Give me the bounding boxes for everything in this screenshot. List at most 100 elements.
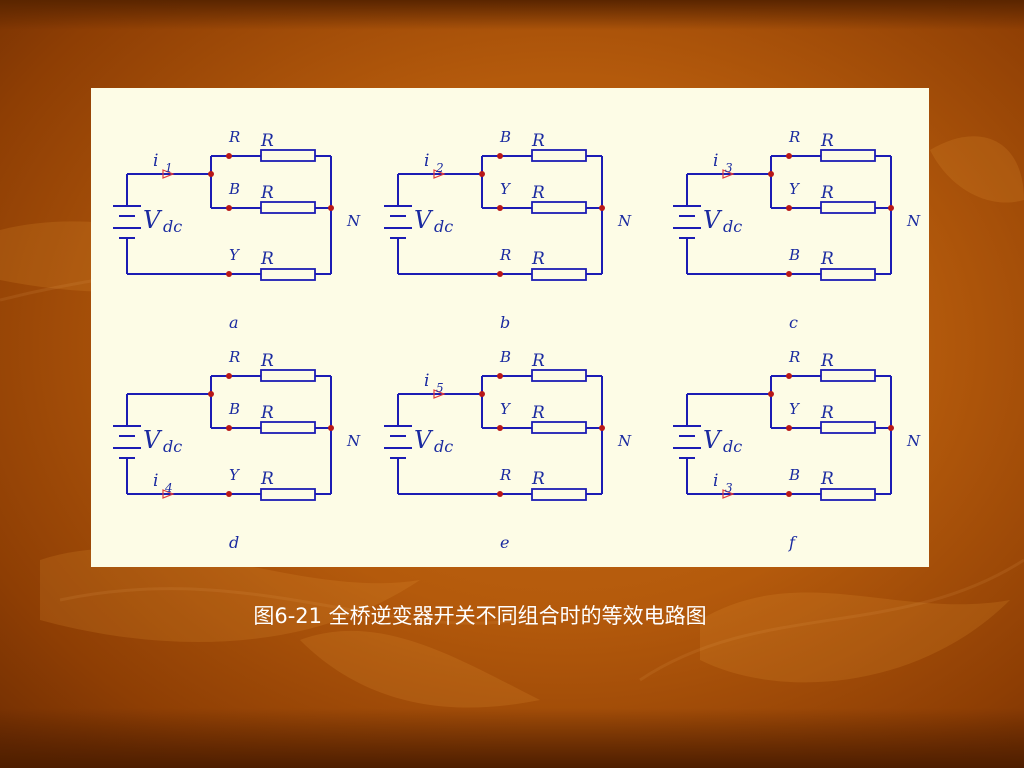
resistor-label-mid: R bbox=[531, 183, 545, 203]
current-label: i bbox=[153, 471, 158, 491]
phase-label-bot: Y bbox=[229, 246, 241, 264]
junction-node bbox=[497, 425, 503, 431]
current-arrow-icon bbox=[722, 169, 735, 179]
resistor-mid bbox=[820, 421, 876, 434]
phase-label-top: B bbox=[499, 128, 511, 146]
resistor-bot bbox=[531, 268, 587, 281]
voltage-subscript: dc bbox=[723, 437, 742, 456]
current-label: i bbox=[424, 371, 429, 391]
resistor-label-bot: R bbox=[260, 469, 274, 489]
phase-label-top: B bbox=[499, 348, 511, 366]
current-label: i bbox=[153, 151, 158, 171]
resistor-label-mid: R bbox=[260, 183, 274, 203]
phase-label-top: R bbox=[228, 128, 240, 146]
junction-node bbox=[786, 153, 792, 159]
current-arrow-icon bbox=[162, 169, 175, 179]
resistor-top bbox=[260, 369, 316, 382]
resistor-top bbox=[260, 149, 316, 162]
current-arrow-icon bbox=[162, 489, 175, 499]
phase-label-top: R bbox=[788, 348, 800, 366]
resistor-label-bot: R bbox=[531, 249, 545, 269]
phase-label-mid: Y bbox=[789, 180, 801, 198]
resistor-label-mid: R bbox=[820, 403, 834, 423]
junction-node bbox=[226, 491, 232, 497]
phase-label-bot: R bbox=[499, 246, 511, 264]
junction-node bbox=[328, 425, 334, 431]
neutral-label: N bbox=[346, 432, 361, 450]
phase-label-mid: Y bbox=[500, 180, 512, 198]
resistor-top bbox=[531, 369, 587, 382]
resistor-mid bbox=[260, 421, 316, 434]
subfigure-label: d bbox=[229, 533, 239, 552]
subfigure-label: e bbox=[500, 533, 509, 552]
resistor-label-top: R bbox=[260, 351, 274, 371]
current-label: i bbox=[424, 151, 429, 171]
resistor-label-bot: R bbox=[260, 249, 274, 269]
junction-node bbox=[479, 391, 485, 397]
resistor-label-mid: R bbox=[531, 403, 545, 423]
phase-label-bot: Y bbox=[229, 466, 241, 484]
junction-node bbox=[226, 425, 232, 431]
resistor-label-bot: R bbox=[531, 469, 545, 489]
phase-label-top: R bbox=[228, 348, 240, 366]
voltage-label: V bbox=[703, 426, 723, 454]
junction-node bbox=[599, 425, 605, 431]
resistor-label-top: R bbox=[820, 131, 834, 151]
resistor-bot bbox=[820, 268, 876, 281]
current-subscript: 1 bbox=[165, 161, 173, 175]
neutral-label: N bbox=[906, 432, 921, 450]
resistor-label-top: R bbox=[531, 131, 545, 151]
junction-node bbox=[226, 271, 232, 277]
resistor-bot bbox=[820, 488, 876, 501]
junction-node bbox=[208, 391, 214, 397]
resistor-label-mid: R bbox=[820, 183, 834, 203]
resistor-bot bbox=[260, 268, 316, 281]
junction-node bbox=[208, 171, 214, 177]
current-subscript: 3 bbox=[725, 481, 733, 495]
resistor-label-bot: R bbox=[820, 249, 834, 269]
junction-node bbox=[226, 205, 232, 211]
junction-node bbox=[599, 205, 605, 211]
subfigure-label: b bbox=[500, 313, 510, 332]
junction-node bbox=[497, 373, 503, 379]
junction-node bbox=[888, 425, 894, 431]
junction-node bbox=[786, 271, 792, 277]
voltage-label: V bbox=[414, 426, 434, 454]
phase-label-bot: R bbox=[499, 466, 511, 484]
figure-caption: 图6-21 全桥逆变器开关不同组合时的等效电路图 bbox=[253, 604, 707, 628]
junction-node bbox=[786, 205, 792, 211]
junction-node bbox=[768, 391, 774, 397]
current-subscript: 5 bbox=[436, 381, 444, 395]
resistor-mid bbox=[531, 421, 587, 434]
current-subscript: 3 bbox=[725, 161, 733, 175]
top-shade bbox=[0, 0, 1024, 30]
resistor-top bbox=[531, 149, 587, 162]
voltage-subscript: dc bbox=[434, 217, 453, 236]
phase-label-mid: B bbox=[228, 400, 240, 418]
voltage-subscript: dc bbox=[163, 437, 182, 456]
resistor-bot bbox=[260, 488, 316, 501]
voltage-label: V bbox=[143, 426, 163, 454]
junction-node bbox=[497, 271, 503, 277]
resistor-bot bbox=[531, 488, 587, 501]
voltage-label: V bbox=[703, 206, 723, 234]
voltage-subscript: dc bbox=[163, 217, 182, 236]
current-label: i bbox=[713, 151, 718, 171]
phase-label-mid: B bbox=[228, 180, 240, 198]
resistor-top bbox=[820, 149, 876, 162]
voltage-label: V bbox=[143, 206, 163, 234]
junction-node bbox=[479, 171, 485, 177]
neutral-label: N bbox=[617, 432, 632, 450]
junction-node bbox=[786, 425, 792, 431]
junction-node bbox=[786, 491, 792, 497]
junction-node bbox=[786, 373, 792, 379]
phase-label-mid: Y bbox=[789, 400, 801, 418]
